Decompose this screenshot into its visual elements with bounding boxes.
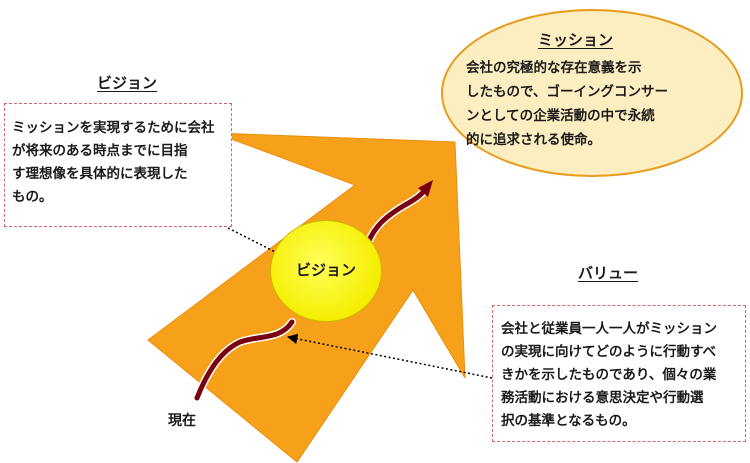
vision-heading: ビジョン — [97, 74, 158, 92]
vision-circle: ビジョン — [270, 220, 382, 322]
mission-description: 会社の究極的な存在意義を示 したもので、ゴーイングコンサー ンとしての企業活動の… — [466, 60, 668, 148]
progress-path-arrowhead — [418, 180, 433, 197]
mission-oval — [441, 9, 743, 177]
value-connector — [286, 333, 493, 379]
vision-description: ミッションを実現するために会社 が将来のある時点までに目指 す理想像を具体的に表… — [4, 103, 232, 227]
value-description: 会社と従業員一人一人がミッション の実現に向けてどのように行動すべ きかを示した… — [492, 305, 746, 442]
mission-heading: ミッション — [538, 31, 614, 49]
value-heading: バリュー — [578, 264, 639, 282]
present-label: 現在 — [168, 413, 196, 429]
vision-circle-label: ビジョン — [295, 261, 356, 279]
